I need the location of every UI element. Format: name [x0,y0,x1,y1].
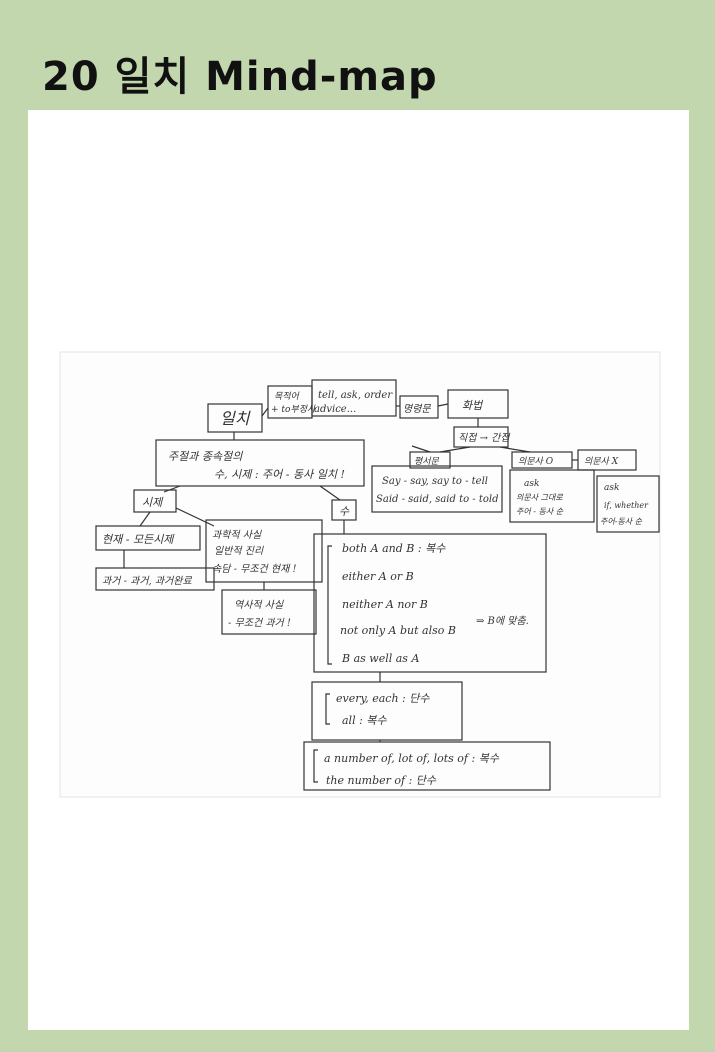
number-rule-3: neither A nor B [342,598,428,611]
history-line1: 역사적 사실 [234,599,284,611]
number-rules-box [313,533,547,673]
verbs-box [311,379,397,417]
interrog-no-rules-box [596,475,660,533]
interrog-no-box [577,449,637,471]
present-label: 현재 - 모든시제 [102,533,175,546]
facts-line1: 과학적 사실 [212,529,262,541]
number-rule-5: B as well as A [341,652,419,665]
paper-sheet [59,351,661,798]
interrog-yes-label: 의문사 O [518,456,554,467]
interrog-yes-rule-3: 주어 - 동사 순 [516,507,564,516]
interrog-no-label: 의문사 X [584,456,619,467]
interrog-yes-rule-2: 의문사 그대로 [516,493,563,502]
present-box [95,525,201,551]
declarative-rule-1: Say - say, say to - tell [382,476,488,487]
interrog-yes-rules-box [509,469,595,523]
number-of-1: a number of, lot of, lots of : 복수 [324,752,500,765]
root-box [207,403,263,433]
purpose-line1: 목적어 [274,391,300,402]
subject-verb-line2: 수, 시제 : 주어 - 동사 일치 ! [214,468,345,481]
verbs-line2: advice... [314,404,356,415]
interrog-yes-rule-1: ask [524,479,539,489]
number-rule-1: both A and B : 복수 [342,542,446,555]
number-rule-4: not only A but also B [340,624,456,637]
interrog-no-rule-1: ask [604,483,619,493]
tense-label: 시제 [142,496,164,509]
number-rule-2: either A or B [342,570,414,583]
root-label: 일치 [220,409,251,428]
narration-label: 화법 [462,399,484,412]
b-note: ⇒ B에 맞춤. [476,615,529,627]
subject-verb-line1: 주절과 종속절의 [168,450,243,463]
past-box [95,567,215,591]
facts-line3: 속담 - 무조건 현재 ! [212,563,297,575]
facts-line2: 일반적 진리 [214,545,264,557]
every-rule-1: every, each : 단수 [336,692,430,705]
every-rules-box [311,681,463,741]
declarative-rules-box [371,465,503,513]
page-title: 20 일치 Mind-map [42,54,438,100]
history-line2: - 무조건 과거 ! [228,617,291,629]
declarative-rule-2: Said - said, said to - told [376,494,499,505]
imperative-box [399,395,439,419]
verbs-line1: tell, ask, order [318,390,393,401]
past-label: 과거 - 과거, 과거완료 [102,575,192,587]
every-rule-2: all : 복수 [342,714,387,727]
declarative-label: 평서문 [414,456,440,467]
history-box [221,589,317,635]
direct-indirect-label: 직접 → 간접 [458,432,511,444]
interrog-no-rule-3: 주어-동사 순 [600,517,643,526]
number-label: 수 [339,505,350,518]
imperative-label: 명령문 [403,403,431,415]
direct-indirect-box [453,426,509,448]
subject-verb-box [155,439,365,487]
interrog-no-rule-2: if, whether [604,501,649,510]
tense-box [133,489,177,513]
purpose-line2: + to부정사 [271,404,317,415]
number-of-2: the number of : 단수 [326,774,437,787]
number-of-box [303,741,551,791]
